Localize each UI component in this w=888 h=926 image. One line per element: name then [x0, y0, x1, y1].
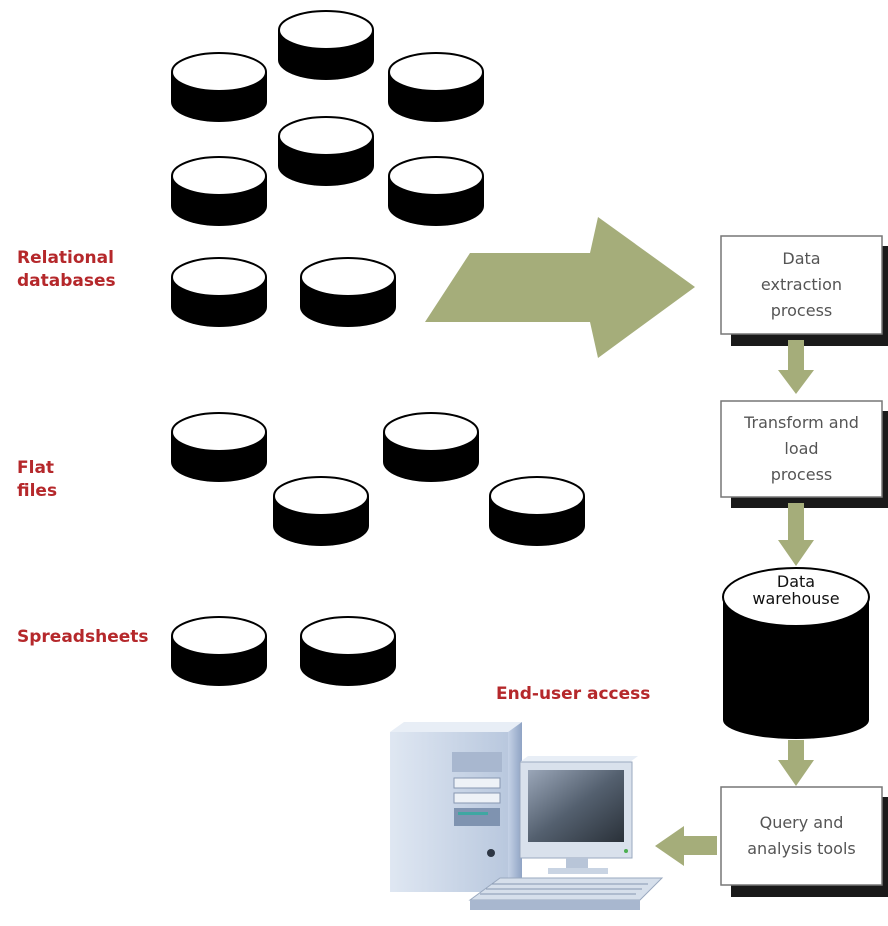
left-arrow-icon [655, 826, 717, 866]
spreadsheets-label: Spreadsheets [17, 627, 149, 647]
transform-box [720, 400, 888, 508]
extraction-box [720, 235, 888, 346]
database-cylinder-icon [489, 476, 585, 546]
end-user-access-label: End-user access [496, 684, 651, 704]
database-cylinder-icon [171, 257, 267, 327]
source-databases [171, 10, 585, 686]
down-arrow-icon [778, 340, 814, 394]
query-box [720, 786, 888, 897]
database-cylinder-icon [388, 52, 484, 122]
database-cylinder-icon [300, 616, 396, 686]
database-cylinder-icon [278, 10, 374, 80]
data-warehouse-cylinder-icon [722, 567, 870, 739]
database-cylinder-icon [383, 412, 479, 482]
database-cylinder-icon [273, 476, 369, 546]
down-arrow-icon [778, 503, 814, 566]
database-cylinder-icon [171, 156, 267, 226]
database-cylinder-icon [300, 257, 396, 327]
database-cylinder-icon [388, 156, 484, 226]
database-cylinder-icon [171, 616, 267, 686]
relational-databases-label: Relational databases [17, 248, 116, 291]
flat-files-label: Flat files [17, 458, 58, 501]
database-cylinder-icon [171, 412, 267, 482]
big-arrow-icon [425, 217, 695, 358]
extraction-process-label: Data extraction process [760, 249, 843, 320]
database-cylinder-icon [278, 116, 374, 186]
down-arrow-icon [778, 740, 814, 786]
query-analysis-label: Query and analysis tools [747, 813, 856, 858]
transform-load-label: Transform and load process [744, 413, 859, 484]
database-cylinder-icon [171, 52, 267, 122]
desktop-computer-icon [390, 722, 664, 910]
data-warehouse-label: Data warehouse [752, 572, 840, 608]
